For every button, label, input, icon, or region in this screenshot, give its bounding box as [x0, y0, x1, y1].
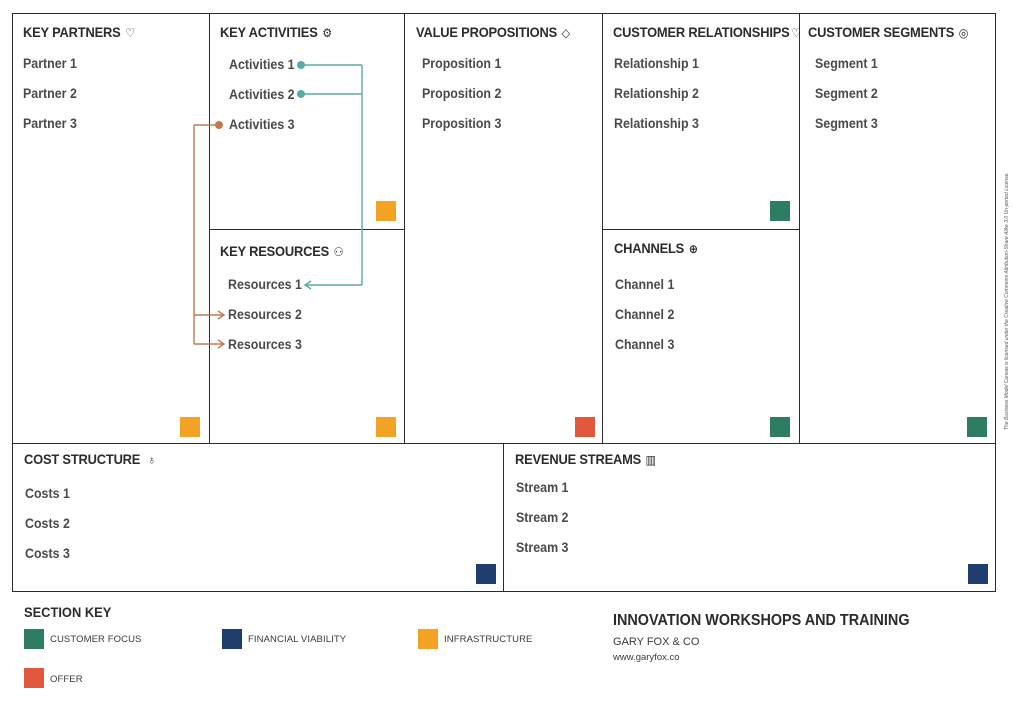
customer-relationship-item: Relationship 2 [614, 86, 699, 101]
revenue-stream-item: Stream 1 [516, 480, 569, 495]
key-resource-item: Resources 1 [228, 277, 302, 292]
financial-viability-swatch [222, 629, 242, 649]
key-activity-item: Activities 1 [229, 57, 295, 72]
heart-icon: ♡ [791, 26, 802, 41]
revenue-streams-title: REVENUE STREAMS▥ [515, 451, 656, 468]
revenue-streams-block [503, 443, 996, 592]
key-partners-title: KEY PARTNERS♡ [23, 24, 135, 41]
people-icon: ⚇ [333, 245, 344, 260]
license-text: The Business Model Canvas is licensed un… [1004, 172, 1010, 430]
customer-focus-label: CUSTOMER FOCUS [50, 634, 142, 645]
key-resource-item: Resources 2 [228, 307, 302, 322]
key-activity-item: Activities 2 [229, 87, 295, 102]
customer-focus-marker [770, 417, 790, 437]
channel-item: Channel 3 [615, 337, 675, 352]
value-propositions-block [404, 13, 604, 445]
customer-relationships-title: CUSTOMER RELATIONSHIPS♡ [613, 24, 802, 41]
key-activities-title: KEY ACTIVITIES⚙ [220, 24, 332, 41]
key-resource-item: Resources 3 [228, 337, 302, 352]
infrastructure-marker [376, 417, 396, 437]
key-resources-block [209, 229, 406, 445]
value-proposition-item: Proposition 3 [422, 116, 502, 131]
value-propositions-title: VALUE PROPOSITIONS◇ [416, 24, 570, 41]
customer-segments-block [799, 13, 996, 445]
key-partner-item: Partner 1 [23, 56, 77, 71]
cost-structure-block [12, 443, 505, 592]
financial-viability-label: FINANCIAL VIABILITY [248, 634, 347, 645]
bar-chart-icon: ▥ [645, 453, 656, 468]
brand-title: INNOVATION WORKSHOPS AND TRAINING [613, 612, 910, 629]
key-activity-item: Activities 3 [229, 117, 295, 132]
offer-swatch [24, 668, 44, 688]
infrastructure-label: INFRASTRUCTURE [444, 634, 533, 645]
customer-segments-title: CUSTOMER SEGMENTS◎ [808, 24, 969, 41]
revenue-stream-item: Stream 3 [516, 540, 569, 555]
key-partner-item: Partner 3 [23, 116, 77, 131]
customer-segment-item: Segment 2 [815, 86, 878, 101]
customer-segment-item: Segment 3 [815, 116, 878, 131]
diamond-icon: ◇ [561, 26, 570, 41]
offer-marker [575, 417, 595, 437]
revenue-stream-item: Stream 2 [516, 510, 569, 525]
customer-focus-marker [770, 201, 790, 221]
key-partner-item: Partner 2 [23, 86, 77, 101]
infrastructure-marker [376, 201, 396, 221]
financial-viability-marker [968, 564, 988, 584]
key-resources-title: KEY RESOURCES⚇ [220, 243, 344, 260]
offer-label: OFFER [50, 674, 83, 685]
cost-item: Costs 3 [25, 546, 70, 561]
channel-item: Channel 2 [615, 307, 675, 322]
cost-item: Costs 2 [25, 516, 70, 531]
channels-block [602, 229, 801, 445]
customer-segment-item: Segment 1 [815, 56, 878, 71]
money-bag-icon: ♁ [147, 453, 156, 468]
target-icon: ◎ [958, 26, 969, 41]
infrastructure-marker [180, 417, 200, 437]
customer-focus-swatch [24, 629, 44, 649]
channel-item: Channel 1 [615, 277, 675, 292]
handshake-icon: ♡ [125, 26, 135, 41]
financial-viability-marker [476, 564, 496, 584]
section-key-title: SECTION KEY [24, 604, 112, 620]
brand-company: GARY FOX & CO [613, 636, 700, 648]
cost-item: Costs 1 [25, 486, 70, 501]
channels-title: CHANNELS⊕ [614, 240, 698, 257]
gears-icon: ⚙ [322, 26, 332, 41]
value-proposition-item: Proposition 2 [422, 86, 502, 101]
cost-structure-title: COST STRUCTURE♁ [24, 451, 156, 468]
brand-url: www.garyfox.co [613, 652, 680, 663]
value-proposition-item: Proposition 1 [422, 56, 502, 71]
globe-icon: ⊕ [688, 242, 698, 257]
key-activities-block [209, 13, 406, 231]
infrastructure-swatch [418, 629, 438, 649]
customer-relationship-item: Relationship 3 [614, 116, 699, 131]
key-partners-block [12, 13, 211, 445]
customer-focus-marker [967, 417, 987, 437]
customer-relationship-item: Relationship 1 [614, 56, 699, 71]
